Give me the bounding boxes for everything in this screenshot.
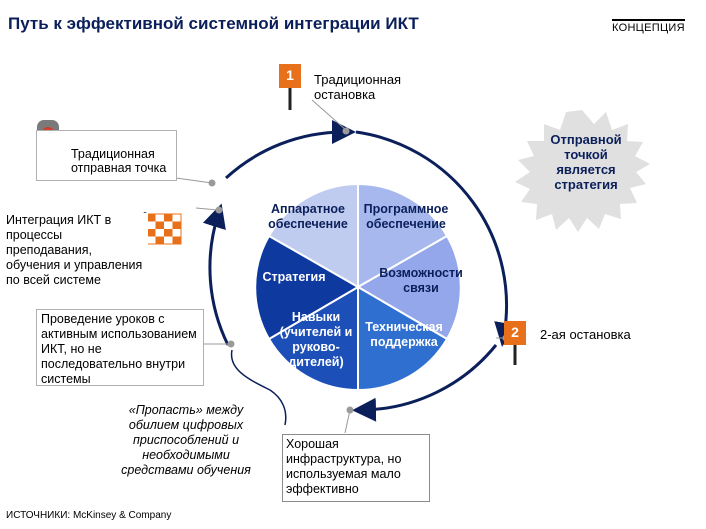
checkered-flag-icon xyxy=(143,212,182,268)
stop-sign-1-icon xyxy=(279,64,301,110)
pie-label-hardware: Аппаратное обеспечение xyxy=(268,202,348,231)
page-title: Путь к эффективной системной интеграции … xyxy=(8,14,419,33)
stop-sign-2-icon xyxy=(504,321,526,365)
pie-segment-software xyxy=(357,182,449,289)
pie-segment-skills xyxy=(267,285,359,392)
pie-segment-connectivity xyxy=(356,234,462,341)
pie-label-strategy: Стратегия xyxy=(262,270,326,284)
source-value: McKinsey & Company xyxy=(72,510,172,521)
callout-lessons: Проведение уроков с активным использован… xyxy=(36,309,204,386)
stop-1-number: 1 xyxy=(286,67,294,83)
pie-label-connectivity: Возможности связи xyxy=(379,266,463,295)
arc-right xyxy=(355,130,518,347)
journey-arcs xyxy=(202,120,518,422)
stop-1-label: Традиционная остановка xyxy=(314,72,402,102)
callout-traditional-start: Традиционная отправная точка xyxy=(36,130,177,181)
source-label: ИСТОЧНИКИ: xyxy=(6,510,71,521)
ict-pie xyxy=(254,182,462,392)
stop-2-label: 2-ая остановка xyxy=(540,327,631,342)
source-line: ИСТОЧНИКИ: McKinsey & Company xyxy=(6,510,171,521)
pie-segment-strategy xyxy=(254,234,360,341)
arc-left xyxy=(202,203,230,346)
pie-segment-hardware xyxy=(267,182,359,289)
callout-infrastructure: Хорошая инфраструктура, но используемая … xyxy=(282,434,430,502)
pie-label-tech-support: Техническая поддержка xyxy=(365,320,443,349)
callout-ict-integration: Интеграция ИКТ в процессы преподавания, … xyxy=(6,213,148,288)
concept-tag: КОНЦЕПЦИЯ xyxy=(612,19,685,34)
pie-label-skills: Навыки (учителей и руково-дителей) xyxy=(279,310,353,369)
arc-bottom xyxy=(352,344,498,422)
starburst-label: Отправной точкой является стратегия xyxy=(550,132,622,192)
stop-2-number: 2 xyxy=(511,324,519,340)
gap-brace xyxy=(230,349,287,426)
pie-label-software: Программное обеспечение xyxy=(363,202,449,231)
arc-top xyxy=(224,120,356,180)
callout-gap: «Пропасть» между обилием цифровых приспо… xyxy=(121,403,251,477)
pie-segment-tech-support xyxy=(357,285,449,392)
starburst-shape xyxy=(515,110,650,232)
